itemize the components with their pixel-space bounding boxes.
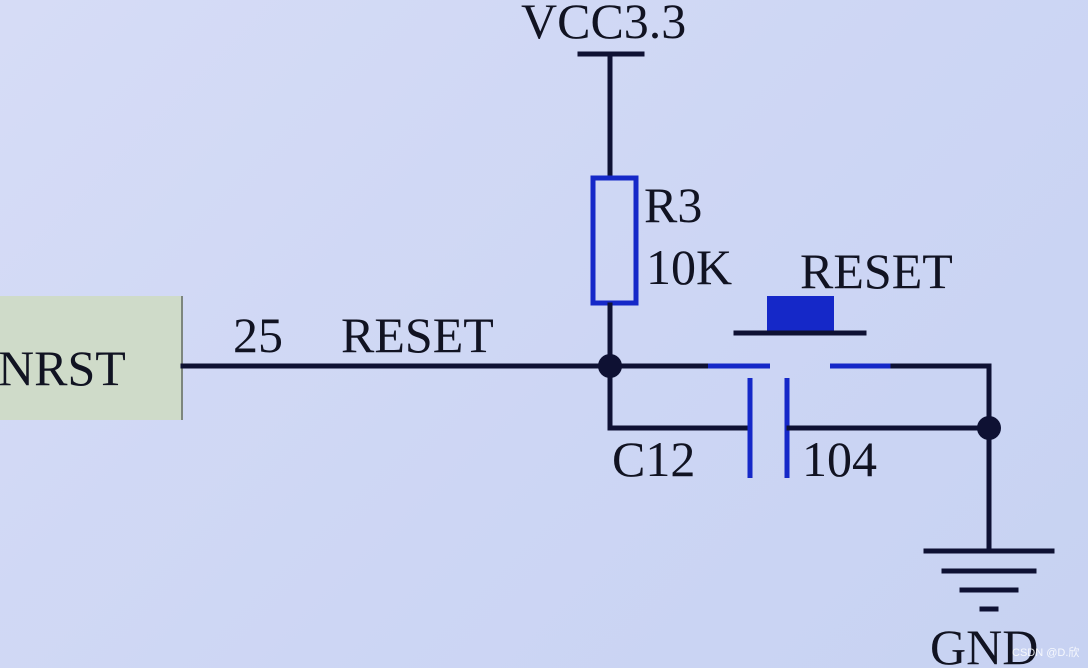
vcc-label: VCC3.3 (521, 0, 686, 49)
resistor-r3 (590, 175, 639, 306)
cap-ref-label: C12 (612, 431, 695, 487)
cap-value-label: 104 (802, 431, 877, 487)
net-name-label: RESET (341, 307, 494, 363)
pin-number-label: 25 (233, 307, 283, 363)
gnd-label: GND (930, 619, 1038, 668)
resistor-value-label: 10K (646, 239, 732, 295)
switch-ref-label: RESET (800, 243, 953, 299)
switch-actuator (767, 296, 834, 331)
chip-body (0, 296, 183, 420)
resistor-ref-label: R3 (644, 177, 702, 233)
watermark: CSDN @D.欣 (1012, 645, 1079, 659)
pin-name-label: NRST (0, 340, 126, 396)
